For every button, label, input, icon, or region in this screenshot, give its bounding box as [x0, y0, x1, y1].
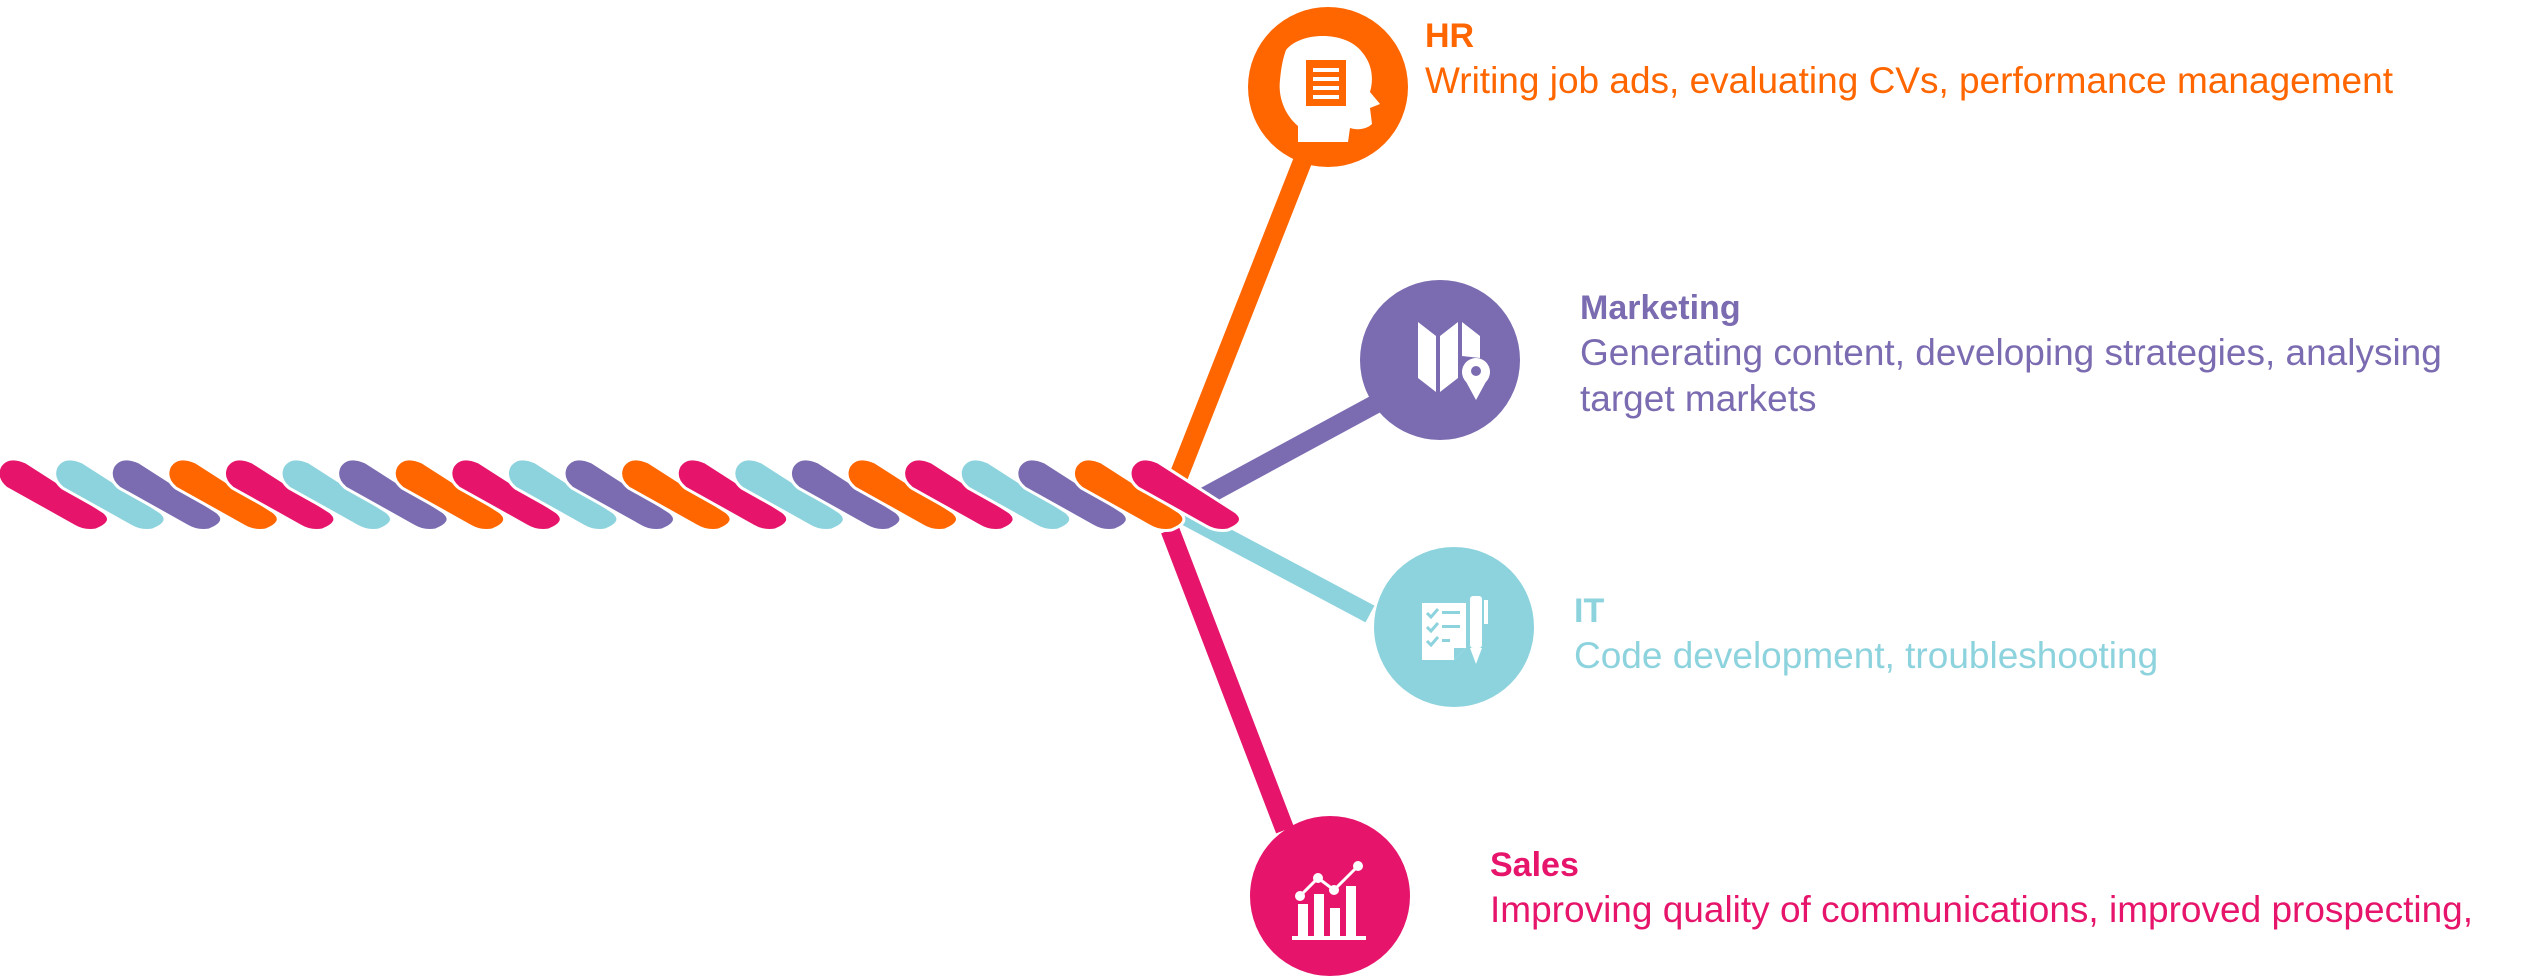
rope-strand-segment — [619, 457, 733, 532]
branch-line-hr — [1159, 156, 1312, 507]
rope-strand-segment — [1128, 457, 1242, 532]
rope-strand-segment — [958, 457, 1073, 532]
rope-strand-segment — [392, 457, 507, 532]
map-pin-icon — [1418, 322, 1490, 400]
branch-description-it: Code development, troubleshooting — [1574, 635, 2159, 676]
rope-strand-segment — [675, 457, 790, 532]
twisted-rope — [0, 457, 1242, 532]
branch-line-sales — [1161, 526, 1294, 834]
bar-chart-trend-icon — [1292, 861, 1366, 940]
node-sales — [1250, 816, 1410, 976]
rope-strand-segment — [166, 457, 280, 532]
head-document-icon — [1279, 36, 1380, 142]
branch-description-hr: Writing job ads, evaluating CVs, perform… — [1425, 60, 2393, 101]
branch-title-marketing: Marketing — [1580, 289, 1741, 327]
node-marketing — [1360, 280, 1520, 440]
branch-description-marketing: Generating content, developing strategie… — [1580, 332, 2442, 419]
branch-label-sales: Sales Improving quality of communication… — [1490, 843, 2530, 933]
node-it — [1374, 547, 1534, 707]
rope-strand-segment — [109, 457, 224, 532]
rope-strand-segment — [788, 457, 903, 532]
rope-strand-segment — [1015, 457, 1129, 532]
rope-strand-segment — [1071, 457, 1186, 532]
rope-strand-segment — [902, 457, 1016, 532]
rope-strand-segment — [732, 457, 846, 532]
node-circle-sales — [1250, 816, 1410, 976]
rope-strand-segment — [562, 457, 676, 532]
rope-strand-segment — [845, 457, 959, 532]
branch-label-marketing: Marketing Generating content, developing… — [1580, 286, 2540, 422]
rope-strand-segment — [222, 457, 337, 532]
branch-title-it: IT — [1574, 592, 1605, 630]
rope-strand-segment — [505, 457, 620, 532]
checklist-pen-icon — [1422, 596, 1488, 664]
node-hr — [1248, 7, 1408, 167]
rope-strand-segment — [336, 457, 450, 532]
rope-strand-segment — [279, 457, 393, 532]
branch-label-it: IT Code development, troubleshooting — [1574, 589, 2534, 679]
branch-title-hr: HR — [1425, 17, 1475, 55]
rope-strand-segment — [53, 457, 167, 532]
rope-strand-segment — [449, 457, 563, 532]
rope-strand-segment — [0, 457, 110, 532]
branch-line-marketing — [1175, 391, 1388, 519]
branch-description-sales: Improving quality of communications, imp… — [1490, 889, 2474, 930]
branch-label-hr: HR Writing job ads, evaluating CVs, perf… — [1425, 14, 2535, 104]
branch-title-sales: Sales — [1490, 846, 1579, 884]
